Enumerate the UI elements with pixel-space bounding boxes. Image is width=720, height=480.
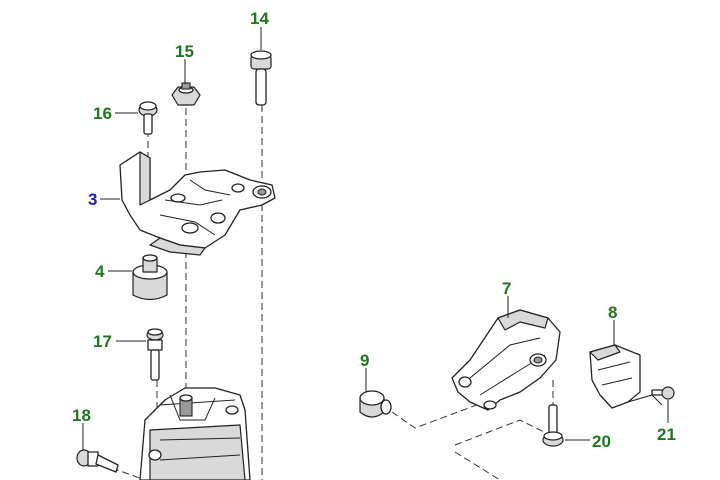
bolt-20: [542, 404, 564, 447]
bolt-21: [651, 386, 675, 400]
callout-3: 3: [88, 190, 97, 209]
callout-4: 4: [95, 262, 105, 281]
callout-16: 16: [93, 104, 112, 123]
bush-4: [132, 254, 168, 301]
bolt-17: [146, 328, 164, 381]
bolt-18: [76, 449, 119, 473]
shield-8: [589, 344, 663, 409]
callout-7: 7: [502, 279, 511, 298]
upper-bracket-3: [119, 151, 276, 256]
lower-engine-mount: [139, 387, 251, 480]
callout-9: 9: [360, 351, 369, 370]
callout-17: 17: [93, 332, 112, 351]
leader-lines: [82, 27, 669, 450]
callout-20: 20: [592, 432, 611, 451]
callout-18: 18: [72, 406, 91, 425]
callout-labels: 14 15 16 3 4 7 8 17 9 18 20 21: [72, 9, 676, 451]
callout-21: 21: [657, 425, 676, 444]
bush-9: [359, 390, 392, 418]
bolt-16: [138, 101, 158, 135]
callout-8: 8: [608, 303, 617, 322]
callout-15: 15: [175, 42, 194, 61]
bolt-14: [250, 50, 272, 106]
callout-14: 14: [250, 9, 269, 28]
lower-bracket-7: [451, 309, 561, 411]
nut-15: [171, 82, 201, 106]
